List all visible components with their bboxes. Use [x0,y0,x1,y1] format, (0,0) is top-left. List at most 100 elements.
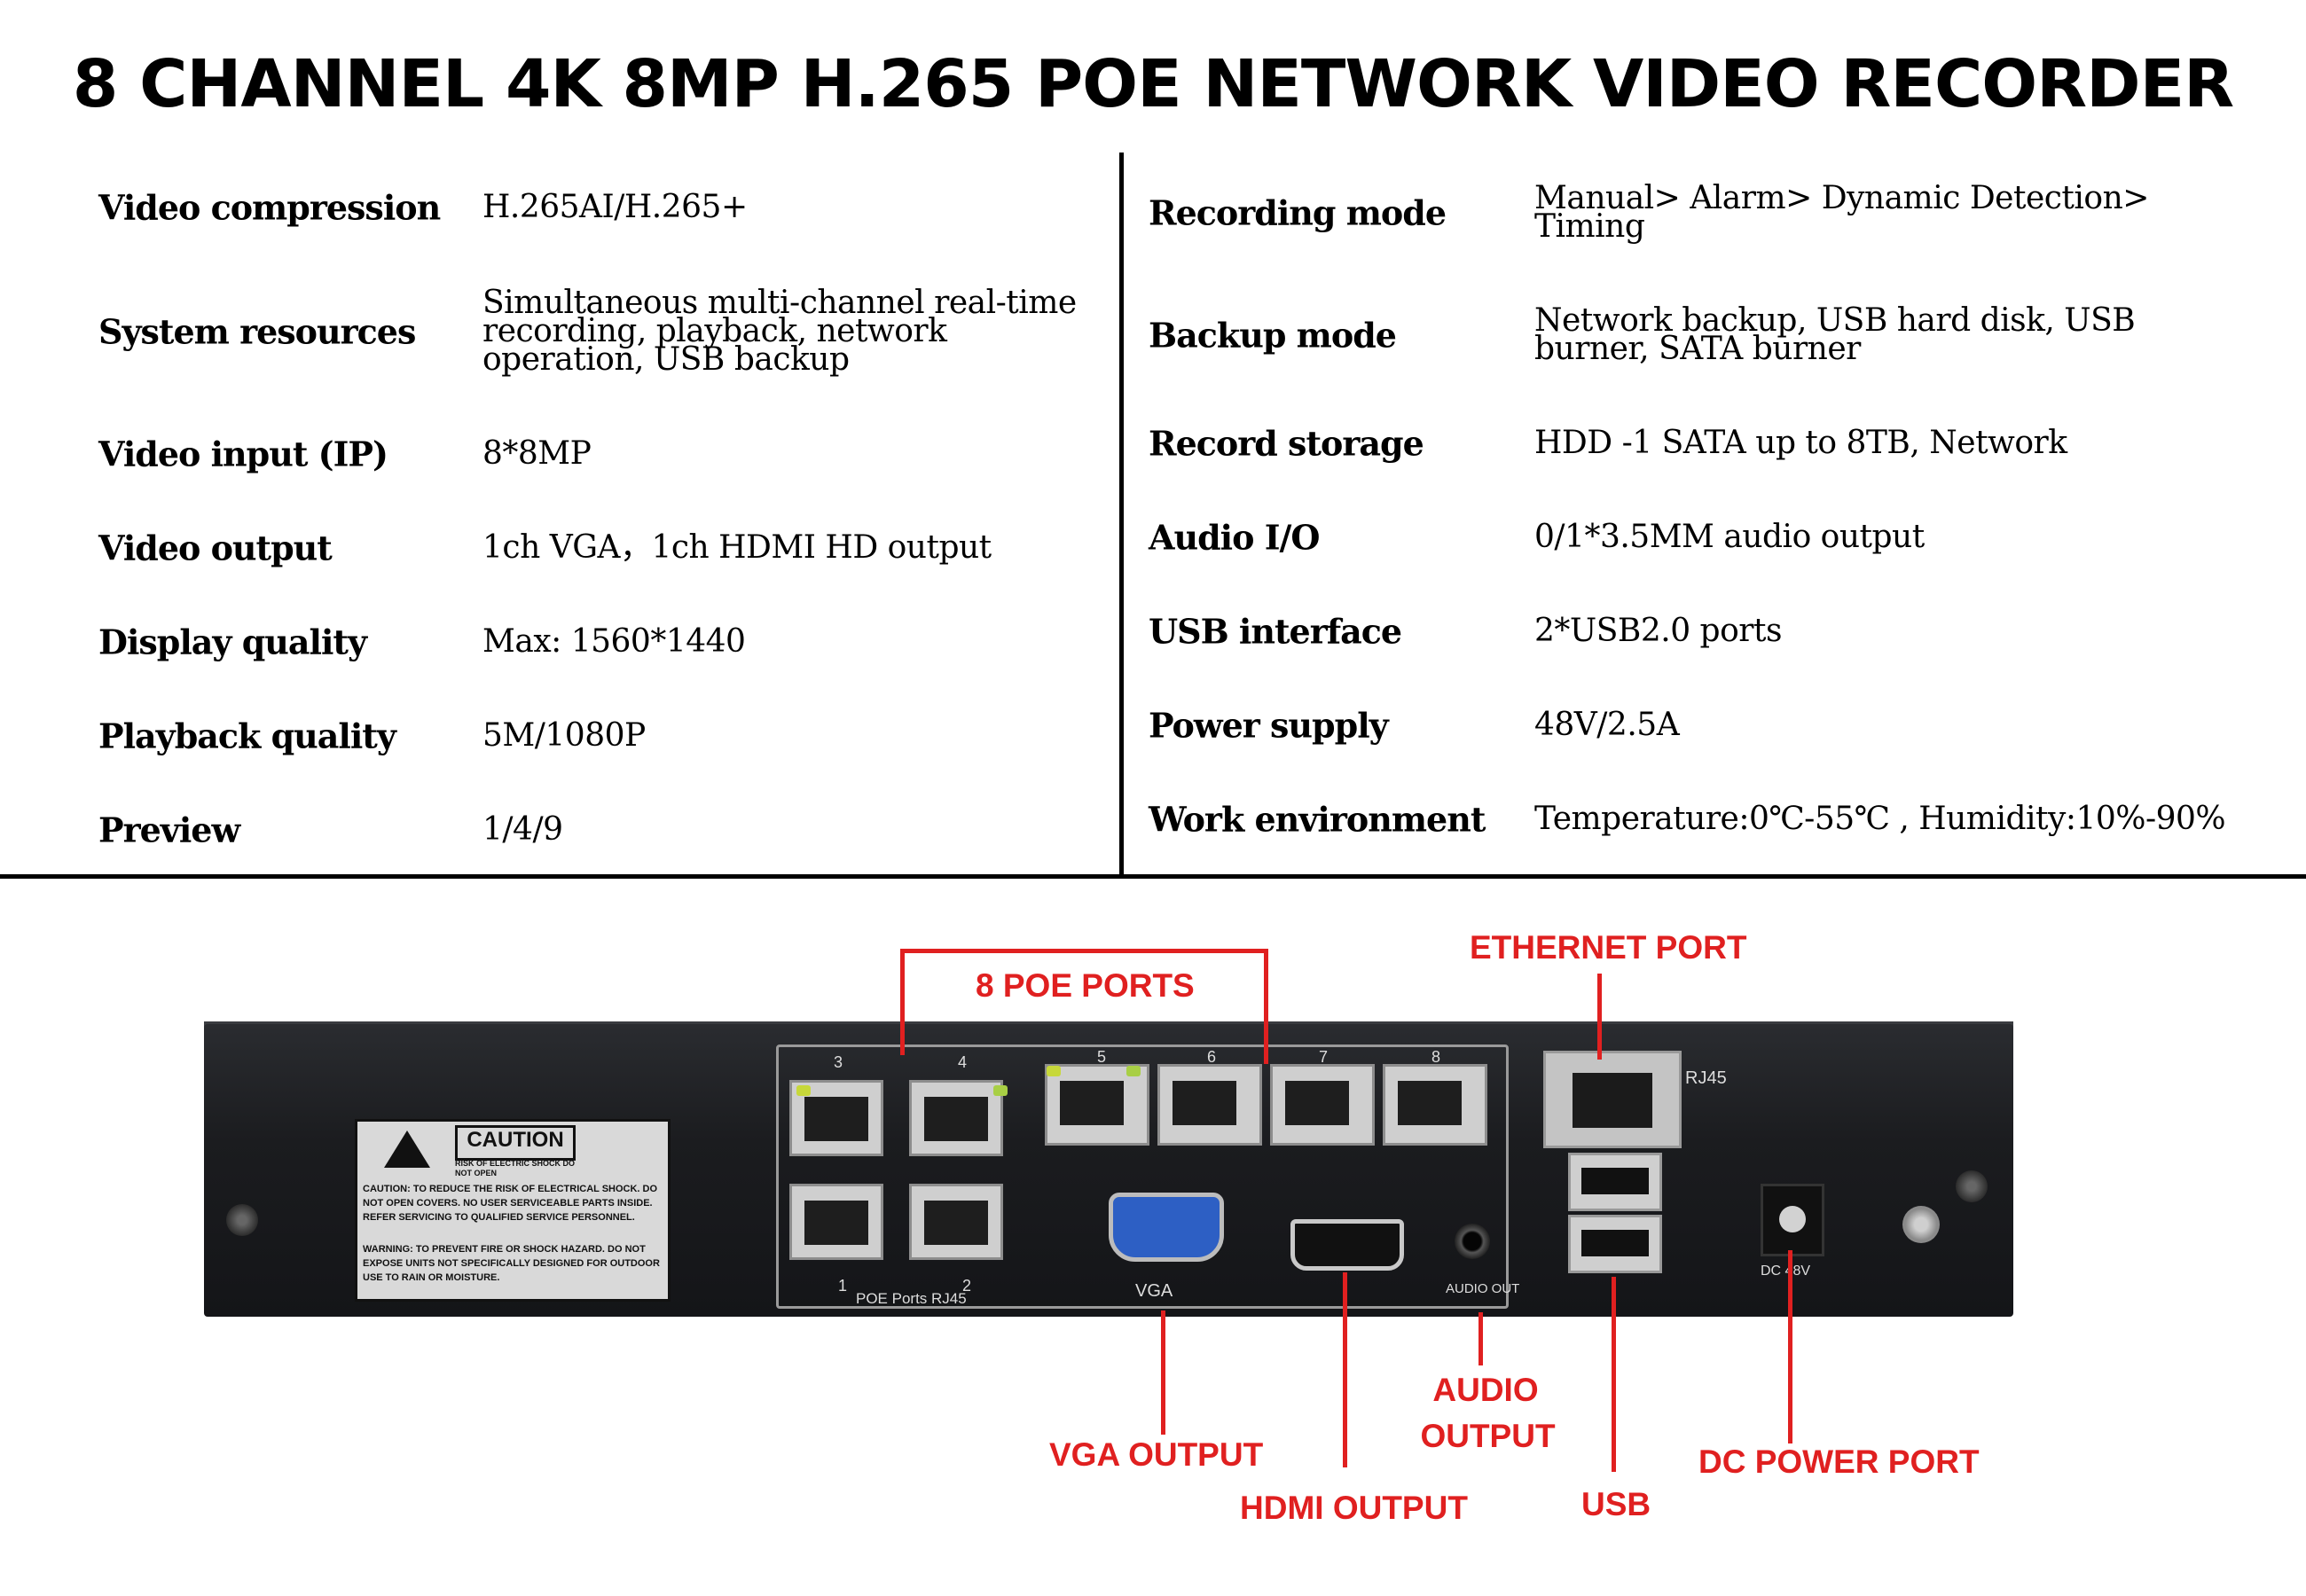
page-title: 8 CHANNEL 4K 8MP H.265 POE NETWORK VIDEO… [72,46,2234,122]
annotation-line [1612,1277,1616,1472]
caution-text: CAUTION: TO REDUCE THE RISK OF ELECTRICA… [363,1184,658,1223]
spec-value: Temperature:0℃-55℃ , Humidity:10%-90% [1534,801,2226,837]
screw-icon [226,1204,258,1236]
spec-row: Preview 1/4/9 [98,786,1101,874]
hdmi-port[interactable] [1290,1219,1404,1271]
led-icon [993,1085,1008,1096]
caution-label: CAUTION RISK OF ELECTRIC SHOCK DO NOT OP… [355,1119,671,1302]
spec-row: Video input (IP) 8*8MP [98,410,1101,498]
spec-row: USB interface 2*USB2.0 ports [1149,587,2293,676]
spec-label: Video input (IP) [98,434,388,474]
section-divider [0,874,2306,879]
spec-value: H.265AI/H.265+ [482,189,748,225]
vga-label: VGA [1135,1281,1173,1301]
led-icon [1126,1066,1141,1076]
vga-port[interactable] [1109,1193,1224,1262]
spec-value: HDD -1 SATA up to 8TB, Network [1534,425,2067,461]
rj45-label: RJ45 [1685,1068,1727,1088]
spec-row: Playback quality 5M/1080P [98,692,1101,780]
poe-port[interactable] [909,1184,1003,1260]
port-number: 8 [1431,1048,1441,1066]
annotation-poe-ports: 8 POE PORTS [976,967,1195,1004]
poe-port[interactable] [1270,1064,1375,1146]
spec-value: 0/1*3.5MM audio output [1534,519,1925,555]
port-number: 7 [1319,1048,1329,1066]
port-number: 1 [838,1277,848,1295]
annotation-audio-line2: OUTPUT [1420,1418,1556,1454]
spec-label: System resources [98,311,416,352]
annotation-line [1161,1310,1165,1435]
annotation-line [1479,1312,1483,1365]
spec-value: 1ch VGA，1ch HDMI HD output [482,529,992,566]
spec-value: Simultaneous multi-channel real-time rec… [482,285,1077,378]
spec-value: Max: 1560*1440 [482,623,746,660]
annotation-line [1597,974,1602,1060]
annotation-line [1788,1250,1792,1443]
poe-port[interactable] [789,1184,883,1260]
spec-value: 1/4/9 [482,811,563,848]
caution-sub: RISK OF ELECTRIC SHOCK DO NOT OPEN [455,1159,576,1177]
annotation-line [900,949,905,1055]
spec-value: Manual> Alarm> Dynamic Detection> Timing [1534,180,2149,245]
spec-label: USB interface [1149,611,1402,652]
poe-port-panel [776,1044,1509,1309]
ethernet-port[interactable] [1543,1051,1682,1148]
spec-value: 5M/1080P [482,717,646,754]
screw-icon [1956,1170,1988,1202]
spec-label: Audio I/O [1149,517,1320,558]
ground-screw-icon [1902,1206,1940,1243]
port-number: 3 [834,1053,843,1071]
annotation-usb: USB [1581,1486,1651,1522]
spec-row: Video compression H.265AI/H.265+ [98,163,1101,252]
usb-port[interactable] [1568,1215,1662,1273]
audio-jack[interactable] [1455,1224,1490,1259]
dc-label: DC 48V [1761,1264,1811,1279]
port-number: 2 [962,1277,972,1295]
annotation-line [900,949,1267,953]
spec-label: Recording mode [1149,192,1447,233]
poe-port[interactable] [1383,1064,1487,1146]
spec-row: System resources Simultaneous multi-chan… [98,287,1101,376]
spec-label: Work environment [1149,799,1486,840]
spec-label: Playback quality [98,716,396,756]
led-icon [1047,1066,1061,1076]
annotation-dc-power: DC POWER PORT [1698,1443,1980,1480]
annotation-vga: VGA OUTPUT [1049,1436,1264,1473]
spec-label: Record storage [1149,423,1424,464]
poe-port[interactable] [1045,1064,1149,1146]
caution-title: CAUTION [455,1125,576,1161]
spec-label: Backup mode [1149,315,1397,356]
usb-port[interactable] [1568,1153,1662,1211]
spec-value: 2*USB2.0 ports [1534,613,1782,649]
spec-value: 8*8MP [482,435,592,472]
poe-port[interactable] [909,1080,1003,1156]
annotation-ethernet: ETHERNET PORT [1470,929,1747,966]
spec-label: Preview [98,810,240,850]
spec-row: Video output 1ch VGA，1ch HDMI HD output [98,504,1101,592]
warning-text: WARNING: TO PREVENT FIRE OR SHOCK HAZARD… [363,1244,660,1283]
spec-label: Video output [98,528,333,568]
spec-row: Power supply 48V/2.5A [1149,681,2293,770]
warning-triangle-icon [384,1130,430,1168]
annotation-line [1264,949,1268,1064]
spec-value: 48V/2.5A [1534,707,1680,743]
spec-label: Video compression [98,187,441,228]
column-divider [1119,153,1124,878]
spec-label: Power supply [1149,705,1389,746]
spec-value: Network backup, USB hard disk, USB burne… [1534,302,2136,367]
annotation-hdmi: HDMI OUTPUT [1240,1490,1468,1526]
spec-row: Recording mode Manual> Alarm> Dynamic De… [1149,168,2293,257]
port-number: 5 [1097,1048,1107,1066]
port-number: 6 [1207,1048,1217,1066]
annotation-audio-line1: AUDIO [1432,1372,1539,1408]
poe-ports-label: POE Ports RJ45 [856,1290,967,1307]
spec-row: Backup mode Network backup, USB hard dis… [1149,291,2293,379]
spec-row: Record storage HDD -1 SATA up to 8TB, Ne… [1149,399,2293,488]
poe-port[interactable] [1157,1064,1262,1146]
audio-label: AUDIO OUT [1446,1281,1520,1296]
spec-row: Work environment Temperature:0℃-55℃ , Hu… [1149,775,2293,864]
spec-row: Display quality Max: 1560*1440 [98,598,1101,686]
annotation-line [1343,1272,1347,1467]
port-number: 4 [958,1053,968,1071]
dc-power-jack[interactable] [1761,1184,1824,1256]
